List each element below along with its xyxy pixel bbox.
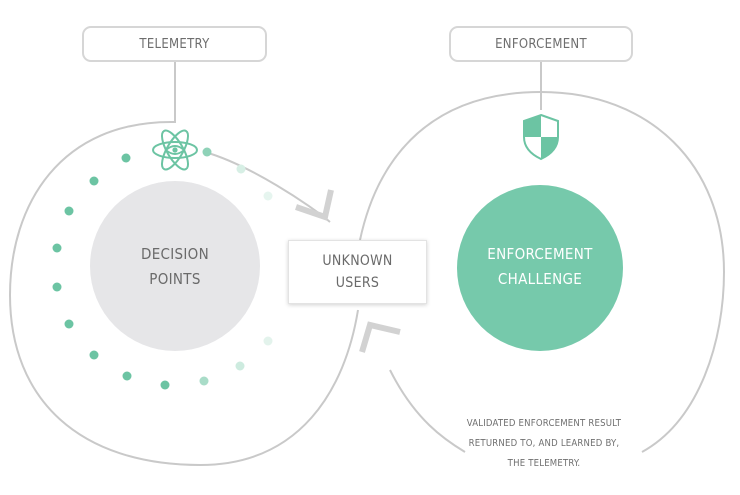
enforcement-challenge-label: ENFORCEMENT CHALLENGE	[487, 245, 593, 288]
atom-orbit	[161, 129, 189, 171]
decision-dots	[52, 147, 273, 390]
feedback-caption: VALIDATED ENFORCEMENT RESULT RETURNED TO…	[466, 418, 622, 469]
atom-orbit	[152, 141, 198, 159]
enforcement-loop	[359, 90, 726, 453]
decision-dot	[121, 153, 131, 163]
shield-icon	[523, 113, 559, 161]
decision-dot	[52, 243, 62, 253]
decision-dot	[122, 371, 132, 381]
decision-dot	[52, 282, 62, 292]
decision-dot	[263, 191, 273, 201]
telemetry-label: TELEMETRY	[82, 26, 267, 62]
atom-orbit	[161, 129, 189, 171]
unknown-users-box: UNKNOWN USERS	[288, 240, 427, 304]
decision-points-label: DECISION POINTS	[141, 245, 209, 288]
decision-dot	[89, 350, 99, 360]
arrow-to-telemetry	[359, 321, 401, 353]
decision-dot	[64, 319, 74, 329]
eye-pupil	[172, 147, 178, 153]
enforcement-label: ENFORCEMENT	[449, 26, 633, 62]
decision-dot	[64, 206, 74, 216]
decision-points-node	[90, 181, 260, 351]
decision-dot	[235, 361, 245, 371]
shield-quadrant	[524, 115, 541, 137]
decision-dot	[199, 376, 209, 386]
decision-dot	[236, 164, 246, 174]
decision-dot	[160, 380, 170, 390]
decision-dot	[89, 176, 99, 186]
decision-dot	[263, 336, 273, 346]
atom-eye-icon	[149, 124, 201, 176]
arrow-to-users	[295, 189, 334, 221]
shield-quadrant	[541, 137, 558, 159]
decision-dot	[202, 147, 212, 157]
enforcement-challenge-node	[457, 185, 623, 351]
